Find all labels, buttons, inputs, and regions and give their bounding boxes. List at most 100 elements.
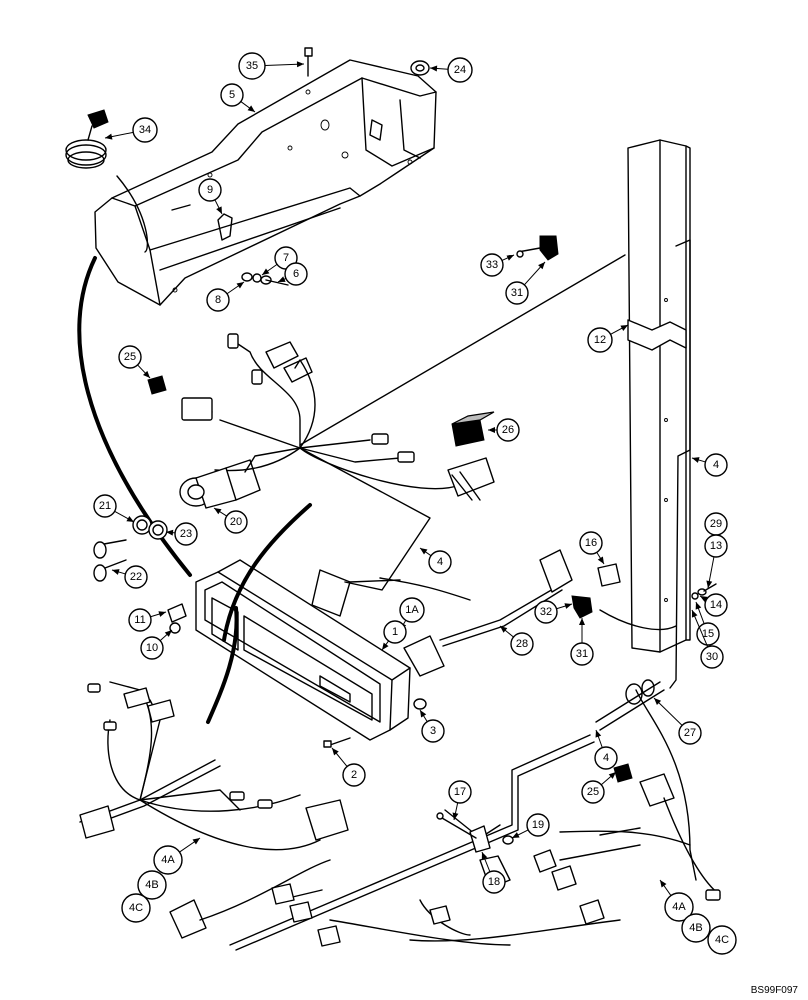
callout-label: 35 xyxy=(246,60,258,72)
callout-arrowhead xyxy=(706,580,713,588)
callout-circle xyxy=(496,418,520,442)
callout-arrowhead xyxy=(420,548,428,555)
fasteners-13-14-15 xyxy=(691,583,717,600)
callout-arrowhead xyxy=(382,642,389,650)
callout-circle xyxy=(505,281,529,305)
clip-16 xyxy=(597,563,621,587)
callout-35: 35 xyxy=(238,52,305,80)
callout-24: 24 xyxy=(429,57,473,83)
callout-arrowhead xyxy=(620,325,628,331)
callout-label: 7 xyxy=(283,252,289,264)
drawing-code: BS99F097 xyxy=(750,985,798,996)
callout-arrowhead xyxy=(296,61,304,68)
callout-arrowhead xyxy=(192,838,200,845)
callout-label: 8 xyxy=(215,294,221,306)
callout-4c: 4C xyxy=(707,925,737,955)
callout-label: 12 xyxy=(594,334,606,346)
callout-34: 34 xyxy=(104,117,158,143)
callout-circle xyxy=(383,620,407,644)
callout-circle xyxy=(284,262,308,286)
callout-label: 26 xyxy=(502,424,514,436)
callout-arrowhead xyxy=(112,569,120,575)
callout-arrowhead xyxy=(126,515,134,522)
harness-28 xyxy=(311,549,573,677)
callout-arrowhead xyxy=(538,262,545,270)
callout-label: 1A xyxy=(405,604,419,616)
callout-circle xyxy=(704,593,728,617)
callout-label: 5 xyxy=(229,89,235,101)
callout-arrowhead xyxy=(262,268,270,275)
callout-5: 5 xyxy=(220,83,256,113)
callout-label: 21 xyxy=(99,500,111,512)
callout-arrowhead xyxy=(608,772,616,779)
clamp-top-31-33 xyxy=(516,235,559,261)
callout-circle xyxy=(581,780,605,804)
callout-circle xyxy=(174,522,198,546)
callout-4c: 4C xyxy=(121,893,151,923)
callout-16: 16 xyxy=(579,531,605,565)
callout-circle xyxy=(132,117,158,143)
callout-label: 20 xyxy=(230,516,242,528)
vertical-post-12 xyxy=(627,139,691,689)
callout-arrowhead xyxy=(214,508,222,515)
callout-arrowhead xyxy=(481,852,488,860)
keys-22 xyxy=(93,539,127,582)
ring-nut-21-23 xyxy=(132,515,168,540)
callout-15: 15 xyxy=(695,601,720,646)
callout-label: 23 xyxy=(180,528,192,540)
callout-4: 4 xyxy=(691,453,728,477)
clamp-lower-31-32 xyxy=(571,595,677,631)
bolt-clamp-17-18-19 xyxy=(436,812,477,839)
callout-label: 4A xyxy=(161,854,175,866)
callout-label: 28 xyxy=(516,638,528,650)
key-cord xyxy=(116,175,149,253)
callout-label: 29 xyxy=(710,518,722,530)
callout-arrowhead xyxy=(236,282,244,289)
callout-label: 30 xyxy=(706,651,718,663)
grommet-27 xyxy=(595,679,665,731)
callout-label: 16 xyxy=(585,537,597,549)
callout-6: 6 xyxy=(277,262,308,286)
callout-4b: 4B xyxy=(681,913,711,943)
callout-circle xyxy=(93,494,117,518)
switch-25-upper xyxy=(147,375,167,395)
callout-arrowhead xyxy=(166,529,174,536)
callout-31: 31 xyxy=(570,618,594,666)
callout-label: 9 xyxy=(207,184,213,196)
lower-wire-harness xyxy=(169,689,721,951)
callout-circle xyxy=(421,719,445,743)
callout-circle xyxy=(570,642,594,666)
callout-circle xyxy=(399,597,425,623)
callout-arrowhead xyxy=(654,698,662,706)
callout-29: 29 xyxy=(704,512,728,536)
callout-3: 3 xyxy=(419,709,445,743)
callout-4b: 4B xyxy=(137,870,167,900)
callout-arrowhead xyxy=(488,427,495,433)
callout-26: 26 xyxy=(488,418,520,442)
callout-circle xyxy=(448,780,472,804)
screw-3 xyxy=(413,698,427,710)
callout-arrowhead xyxy=(695,602,702,610)
callout-label: 32 xyxy=(540,606,552,618)
bulb-holder-10-11 xyxy=(167,603,187,634)
key-ring-34 xyxy=(65,109,109,169)
callout-label: 22 xyxy=(130,571,142,583)
callout-arrowhead xyxy=(597,556,604,564)
callout-arrowhead xyxy=(500,626,508,633)
callout-arrowhead xyxy=(420,710,427,718)
callout-22: 22 xyxy=(111,565,148,589)
callout-19: 19 xyxy=(511,813,550,839)
upper-wire-harness xyxy=(181,254,626,591)
callout-4: 4 xyxy=(419,547,452,574)
callout-label: 33 xyxy=(486,259,498,271)
callout-4a: 4A xyxy=(659,879,694,922)
callout-30: 30 xyxy=(691,609,724,669)
screw-2 xyxy=(323,737,351,748)
callout-arrowhead xyxy=(278,276,286,282)
callout-13: 13 xyxy=(704,534,728,589)
callout-14: 14 xyxy=(699,593,728,617)
instrument-panel-1 xyxy=(195,503,411,741)
callout-label: 10 xyxy=(146,642,158,654)
